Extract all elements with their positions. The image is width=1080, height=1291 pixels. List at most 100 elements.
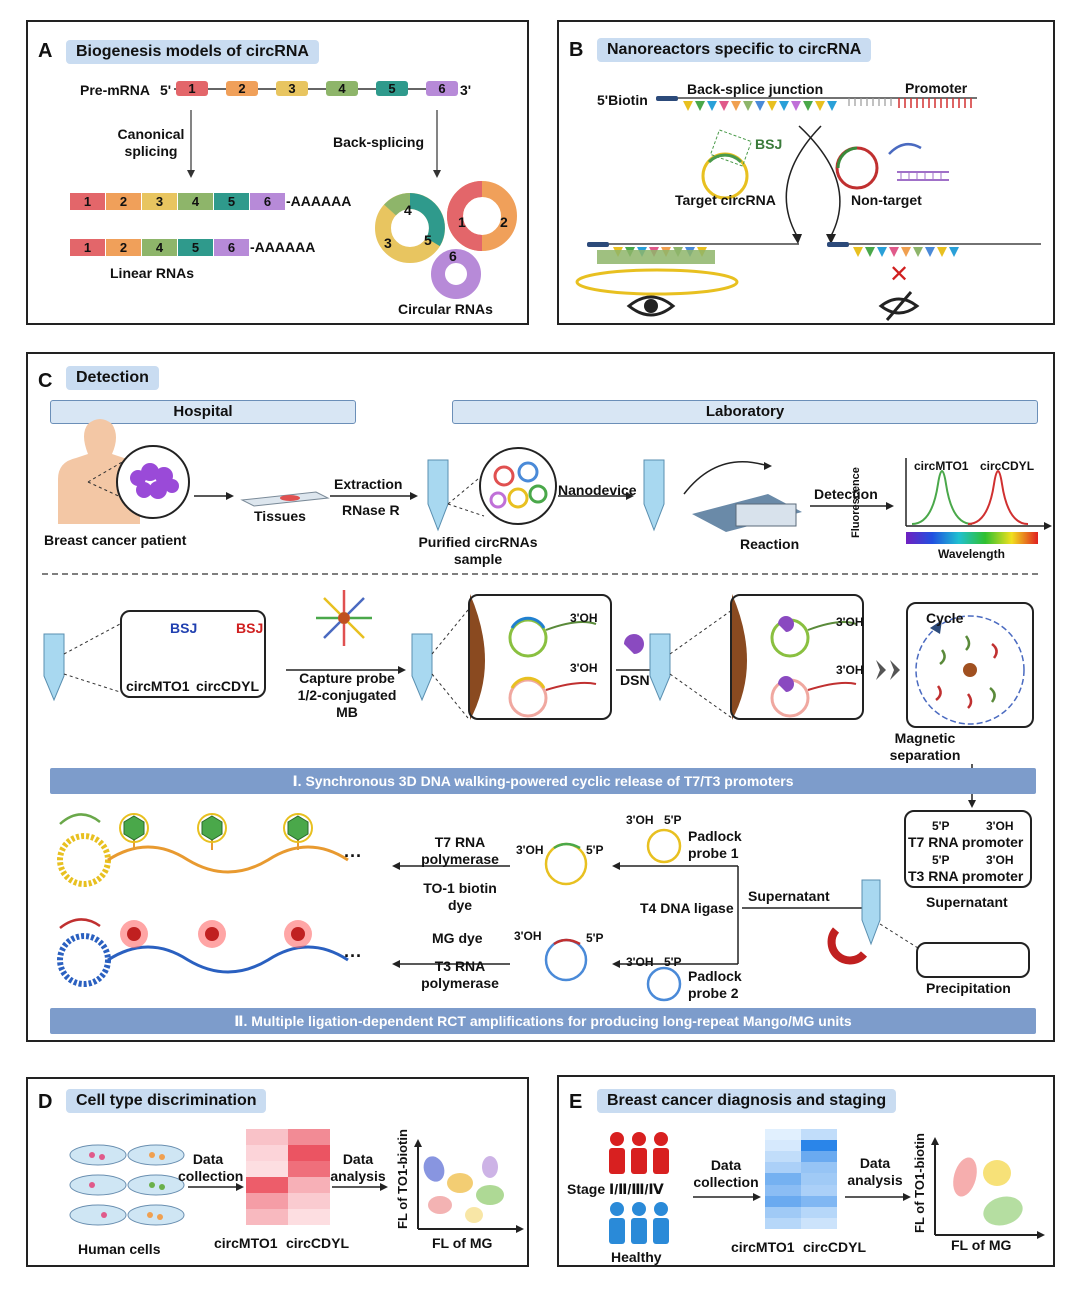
ring-label-1: 1 [458,214,466,230]
e-ylabel: FL of TO1-biotin [912,1133,927,1233]
ellipsis-top: ··· [344,846,362,866]
peak-label-circcdyl: circCDYL [980,459,1035,473]
heatmap-cell [765,1184,801,1196]
laboratory-tab: Laboratory [452,400,1038,424]
3oh-label-3: 3'OH [836,615,864,629]
rnase-label: RNase R [342,502,400,518]
circular-rnas-drawing [375,181,517,299]
probe-flag [877,247,887,257]
heatmap-cell [288,1177,330,1193]
probe-flag [683,101,693,111]
padlock1-3oh: 3'OH [626,813,654,827]
d-data-collection-label: Data collection [178,1151,244,1184]
heatmap-cell [801,1151,837,1163]
target-circrna-label: Target circRNA [675,192,776,208]
heatmap-cell [246,1177,288,1193]
heatmap-cell [246,1193,288,1209]
panel-a-title: Biogenesis models of circRNA [66,40,319,64]
extraction-label: Extraction [334,476,403,492]
t3-5p-label: 5'P [932,853,950,867]
ring-label-5: 5 [424,232,432,248]
3oh-label-2: 3'OH [570,661,598,675]
probe-flag [913,247,923,257]
ligated1-3oh: 3'OH [516,843,544,857]
d-data-analysis-label: Data analysis [330,1151,386,1184]
ring-label-6: 6 [449,248,457,264]
panel-a: A Biogenesis models of circRNA Pre-mRNA … [26,20,529,325]
probe-flag [743,101,753,111]
pre-exon-6: 6 [426,81,458,96]
probe-flag [779,101,789,111]
panel-b-letter: B [569,39,584,61]
precipitation-box [916,942,1030,978]
t3-promoter-label: T3 RNA promoter [908,868,1024,884]
back-splicing-label: Back-splicing [333,134,425,150]
probe-flag [767,101,777,111]
panel-d-letter: D [38,1091,53,1113]
nanodevice-label: Nanodevice [558,482,637,498]
d-ylabel: FL of TO1-biotin [395,1129,410,1229]
padlock2-5p: 5'P [664,955,682,969]
panel-b: B Nanoreactors specific to circRNA 5'Bio… [557,20,1055,325]
e-heatmap [765,1129,837,1229]
bsj-label-blue: BSJ [170,620,198,636]
biotin-label: 5'Biotin [597,92,648,108]
probe-flag [815,101,825,111]
promoter-box [904,810,1032,888]
linear-exon: 3 [142,193,177,210]
padlock2-3oh: 3'OH [626,955,654,969]
linear-exon: 4 [142,239,177,256]
cycle-label: Cycle [926,610,964,626]
ellipsis-bottom: ··· [344,946,362,966]
3oh-label-4: 3'OH [836,663,864,677]
cell-dishes [69,1139,524,1233]
bsj-label: BSJ [755,136,783,152]
padlock-probe-1-label: Padlock probe 1 [688,828,742,861]
heatmap-cell [765,1129,801,1141]
probe-flag [827,101,837,111]
t7-promoter-label: T7 RNA promoter [908,834,1024,850]
supernatant-label: Supernatant [748,888,830,904]
probe-flag [755,101,765,111]
panel-c: C Detection Hospital Laboratory [26,352,1055,1042]
e-data-collection-label: Data collection [693,1157,759,1190]
tissues-label: Tissues [254,508,306,524]
t7-polymerase-label: T7 RNA polymerase [421,834,499,867]
cycle-box [906,602,1034,728]
heatmap-cell [801,1217,837,1229]
d-xlabel: FL of MG [432,1235,493,1251]
heatmap-cell [765,1162,801,1174]
e-data-analysis-label: Data analysis [847,1155,903,1188]
circrna-box [120,610,266,698]
e-xlabel: FL of MG [951,1237,1012,1253]
d-col-circmto1: circMTO1 [214,1235,278,1251]
padlock-probe-2-label: Padlock probe 2 [688,968,742,1001]
promoter-label: Promoter [905,80,968,96]
t7-5p-label: 5'P [932,819,950,833]
panel-c-letter: C [38,370,53,392]
3oh-label-1: 3'OH [570,611,598,625]
panel-c-bottom-drawing [57,813,919,1002]
healthy-label: Healthy [611,1249,662,1265]
pre-exon-3: 3 [276,81,308,96]
heatmap-cell [288,1129,330,1145]
t3-3oh-label: 3'OH [986,853,1014,867]
linear-exon: 1 [70,239,105,256]
panel-c-top-drawing [42,419,1052,575]
probe-flag [791,101,801,111]
probe-flag [707,101,717,111]
probe-flag [803,101,813,111]
linear-exon: 4 [178,193,213,210]
probe-strand [575,96,1041,321]
panel-b-title: Nanoreactors specific to circRNA [597,38,872,62]
probe-flag [731,101,741,111]
heatmap-cell [246,1129,288,1145]
probe-flag [901,247,911,257]
linear-exon: 6 [214,239,249,256]
linear-exon: 5 [214,193,249,210]
to1-dye-label: TO-1 biotin dye [423,880,497,913]
no-signal-cross: ✕ [889,261,910,288]
dsn-digest-box [730,594,864,720]
heatmap-cell [288,1209,330,1225]
probe-flag [937,247,947,257]
